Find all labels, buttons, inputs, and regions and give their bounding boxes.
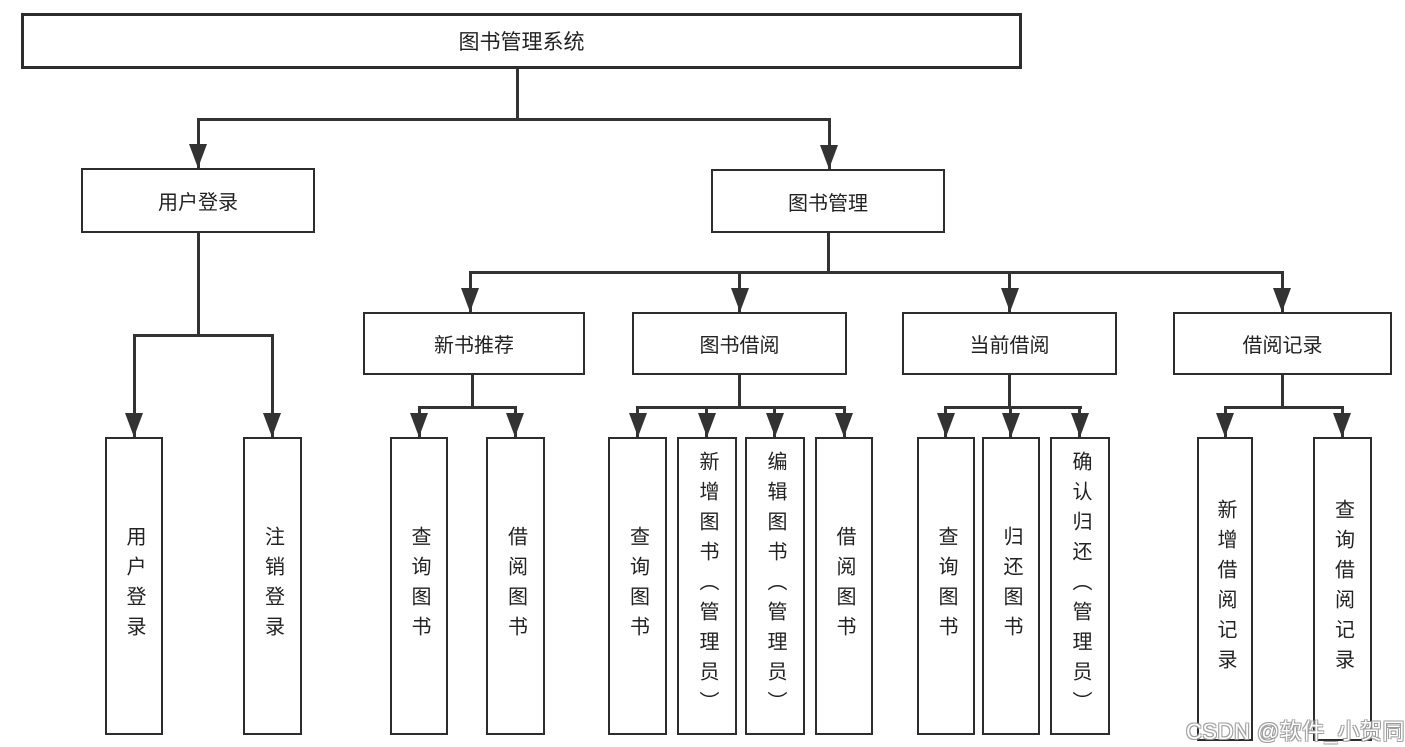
connector-line [197,233,200,337]
node-library-management-system: 图书管理系统 [21,13,1022,69]
arrow-down [189,144,207,168]
leaf-return-books: 归还图书 [982,437,1040,735]
connector-line [197,118,200,168]
connector-line [418,406,517,409]
leaf-label: 借阅图书 [504,526,527,646]
connector-line [469,271,1283,274]
leaf-edit-books-admin: 编辑图书（管理员） [745,437,805,735]
connector-line [133,334,136,437]
arrow-down [461,288,479,312]
leaf-query-borrow-record: 查询借阅记录 [1313,437,1372,741]
node-borrowing-records: 借阅记录 [1173,312,1392,375]
leaf-label: 编辑图书（管理员） [764,451,786,721]
arrow-down [766,413,784,437]
leaf-label: 新增图书（管理员） [696,451,718,721]
arrow-down [1216,413,1234,437]
arrow-down [629,413,647,437]
arrow-down [937,413,955,437]
arrow-down [1071,413,1089,437]
leaf-label: 注销登录 [261,526,284,646]
arrow-down [410,413,428,437]
arrow-down [1333,413,1351,437]
leaf-borrow-books-recommend: 借阅图书 [486,437,545,735]
leaf-query-books-borrowing: 查询图书 [608,437,667,735]
leaf-label: 归还图书 [1000,526,1022,646]
arrow-down [820,145,838,169]
arrow-down [1001,288,1019,312]
arrow-down [506,413,524,437]
arrow-down [698,413,716,437]
leaf-label: 查询图书 [408,526,430,646]
connector-line [197,118,831,121]
connector-line [1008,375,1011,408]
node-book-management: 图书管理 [711,169,945,233]
connector-line [828,118,831,169]
leaf-borrow-books: 借阅图书 [815,437,873,735]
leaf-confirm-return-admin: 确认归还（管理员） [1050,437,1110,735]
connector-line [1281,375,1284,408]
connector-line [636,406,846,409]
leaf-logout: 注销登录 [243,437,302,735]
leaf-label: 新增借阅记录 [1214,499,1236,679]
leaf-add-borrow-record: 新增借阅记录 [1197,437,1253,741]
connector-line [1224,406,1344,409]
leaf-query-books-recommend: 查询图书 [390,437,448,735]
leaf-add-books-admin: 新增图书（管理员） [677,437,737,735]
leaf-label: 查询借阅记录 [1331,499,1354,679]
watermark: CSDN @软件_小贺同学 [1186,719,1405,744]
arrow-down [1273,288,1291,312]
leaf-label: 确认归还（管理员） [1069,451,1091,721]
node-new-book-recommendation: 新书推荐 [363,312,585,375]
arrow-down [835,413,853,437]
leaf-label: 借阅图书 [833,526,855,646]
connector-line [471,375,474,408]
arrow-down [1002,413,1020,437]
connector-line [944,406,1082,409]
arrow-down [125,413,143,437]
leaf-user-login: 用户登录 [105,437,163,735]
connector-line [271,334,274,437]
connector-line [738,375,741,408]
connector-line [516,69,519,120]
connector-line [827,233,830,273]
node-user-login: 用户登录 [81,168,315,233]
connector-line [133,334,274,337]
leaf-label: 查询图书 [935,526,957,646]
node-current-borrowing: 当前借阅 [902,312,1117,375]
leaf-label: 查询图书 [626,526,649,646]
arrow-down [263,413,281,437]
arrow-down [731,288,749,312]
node-book-borrowing: 图书借阅 [632,312,847,375]
leaf-label: 用户登录 [123,526,145,646]
leaf-query-books-current: 查询图书 [917,437,975,735]
